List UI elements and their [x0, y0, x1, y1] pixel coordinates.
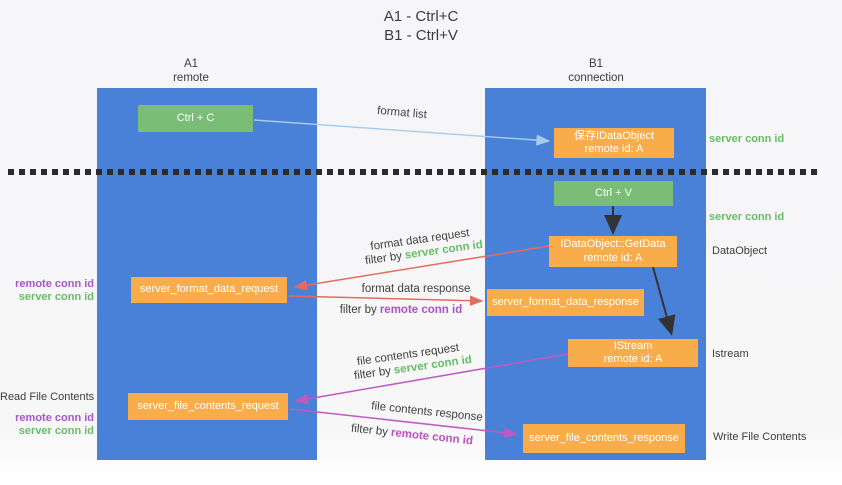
annotation-server-conn-id-left-top: server conn id: [18, 291, 94, 303]
node-server-file-contents-request: server_file_contents_request: [128, 393, 288, 420]
annotation-remote-conn-id-bottom: remote conn id: [15, 412, 94, 424]
annotation-server-conn-id-left-bottom: server conn id: [18, 425, 94, 437]
annotation-server-conn-id-top: server conn id: [709, 133, 785, 145]
remote-conn-id-text: remote conn id: [379, 304, 463, 316]
node-getdata-line1: IDataObject::GetData: [560, 238, 666, 250]
format-data-response-label: format data response: [361, 283, 471, 295]
node-save-idataobject-line1: 保存IDataObject: [573, 129, 655, 142]
node-ctrl-v: Ctrl + V: [554, 181, 673, 206]
node-server-format-data-response-label: server_format_data_response: [492, 295, 639, 308]
node-idataobject-getdata: IDataObject::GetData remote id: A: [549, 236, 677, 267]
file-contents-response-label: file contents response: [370, 400, 484, 424]
format-data-response-arrow: [288, 295, 484, 306]
title-line-1: A1 - Ctrl+C: [383, 8, 459, 25]
node-istream-line1: IStream: [613, 339, 653, 352]
node-istream: IStream remote id: A: [568, 339, 698, 367]
title-line-2: B1 - Ctrl+V: [384, 27, 458, 44]
annotation-dataobject: DataObject: [712, 245, 768, 257]
annotation-server-conn-id-mid: server conn id: [709, 211, 785, 223]
format-list-label: format list: [376, 104, 428, 122]
annotation-read-file-contents: Read File Contents: [0, 391, 95, 403]
session-separator-dotted-line: [8, 169, 822, 175]
node-server-format-data-request-label: server_format_data_request: [139, 283, 279, 296]
remote-conn-id-text: remote conn id: [390, 426, 474, 448]
node-server-format-data-response: server_format_data_response: [487, 289, 644, 316]
node-ctrl-c-label: Ctrl + C: [176, 111, 215, 124]
annotation-remote-conn-id-top: remote conn id: [15, 278, 94, 290]
filter-by-text: filter by: [350, 422, 389, 439]
lane-a1-title: A1: [183, 58, 199, 70]
lane-b1-title: B1: [588, 58, 604, 70]
filter-by-text: filter by: [339, 304, 377, 316]
annotation-left-conn-ids-top: remote conn id server conn id: [0, 278, 94, 304]
filter-by-text: filter by: [364, 250, 403, 268]
node-ctrl-v-label: Ctrl + V: [595, 186, 632, 199]
lane-a1-subtitle: remote: [173, 72, 209, 84]
lane-header-a1: A1 remote: [111, 57, 271, 85]
node-server-file-contents-request-label: server_file_contents_request: [137, 399, 279, 412]
node-istream-line2: remote id: A: [603, 353, 663, 365]
annotation-istream: Istream: [712, 348, 749, 360]
annotation-write-file-contents: Write File Contents: [713, 431, 807, 443]
node-getdata-line2: remote id: A: [583, 251, 643, 264]
node-ctrl-c: Ctrl + C: [138, 105, 253, 132]
node-server-file-contents-response-label: server_file_contents_response: [529, 431, 679, 444]
annotation-left-conn-ids-bottom: remote conn id server conn id: [0, 412, 94, 438]
node-server-format-data-request: server_format_data_request: [131, 277, 287, 303]
lane-header-b1: B1 connection: [516, 57, 676, 85]
node-server-file-contents-response: server_file_contents_response: [523, 424, 685, 453]
node-save-idataobject-line2: remote id: A: [584, 143, 644, 155]
lane-b1-subtitle: connection: [568, 72, 624, 84]
node-save-idataobject: 保存IDataObject remote id: A: [554, 128, 674, 158]
diagram-title: A1 - Ctrl+C B1 - Ctrl+V: [0, 7, 842, 45]
